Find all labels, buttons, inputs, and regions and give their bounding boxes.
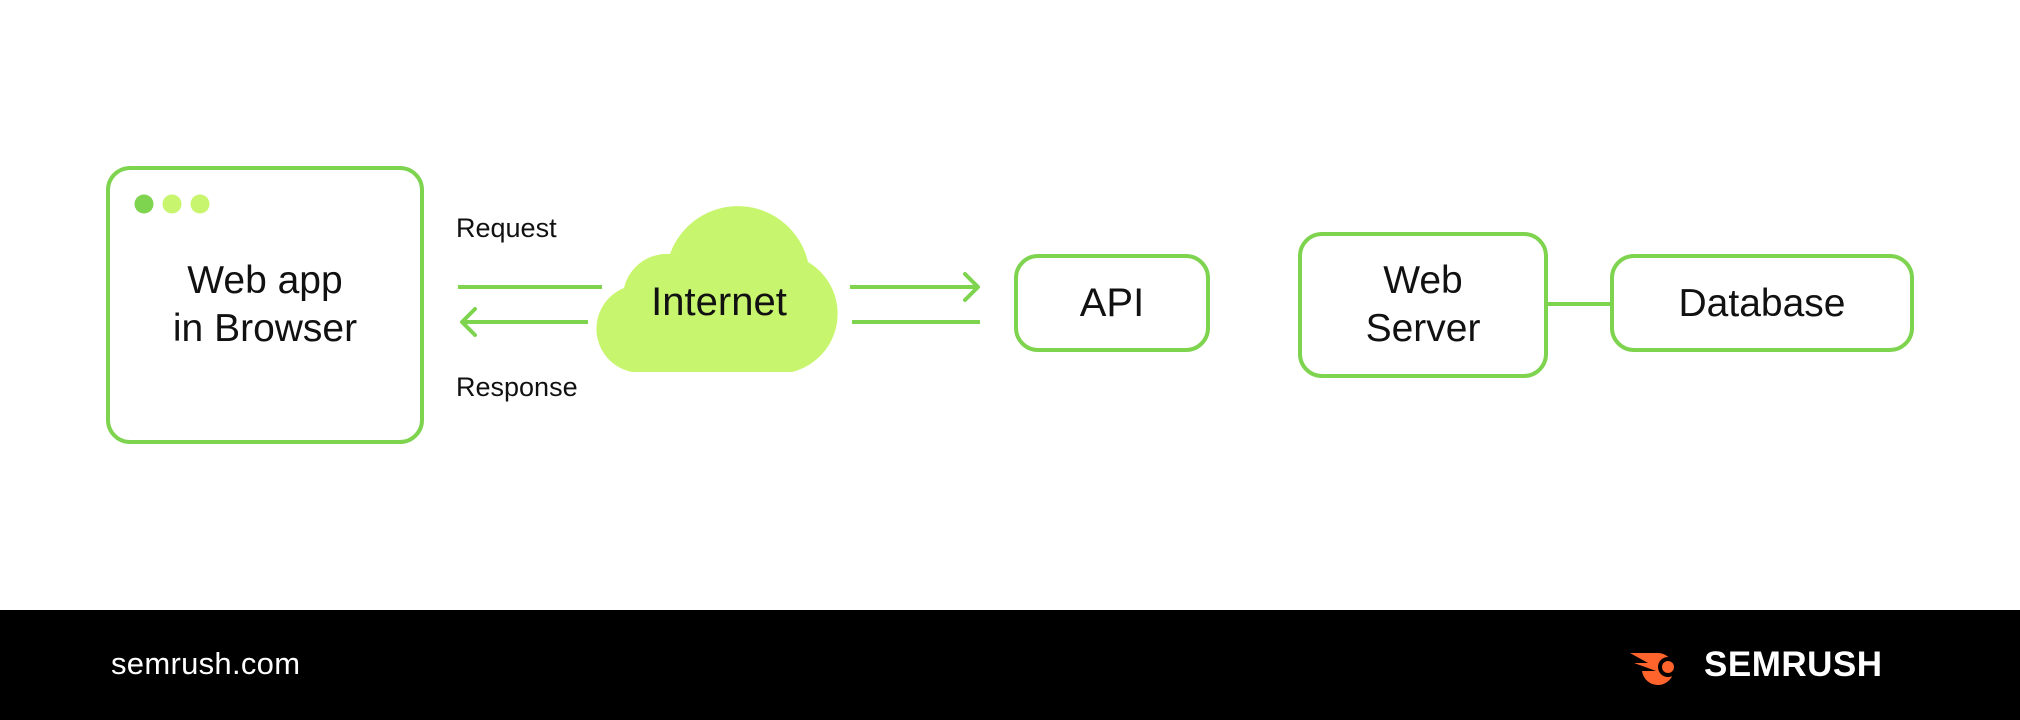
api-label: API	[1080, 281, 1144, 325]
browser-label-line1: Web app	[187, 259, 342, 302]
footer-site-link[interactable]: semrush.com	[111, 646, 301, 681]
arrow-right-head-icon	[963, 272, 980, 302]
database-box	[1610, 254, 1914, 352]
response-label: Response	[456, 372, 578, 402]
window-dot-3	[190, 194, 210, 214]
request-label: Request	[456, 213, 557, 243]
browser-label-line2: in Browser	[173, 307, 357, 350]
web-server-label-line1: Web	[1383, 259, 1463, 302]
web-server-label-line2: Server	[1366, 307, 1481, 350]
cloud-icon	[596, 206, 838, 372]
cloud-shape	[596, 206, 838, 372]
internet-label: Internet	[651, 280, 787, 324]
window-dot-1	[134, 194, 154, 214]
window-dot-2	[162, 194, 182, 214]
architecture-diagram: Web app in Browser Request Response Inte…	[106, 166, 1914, 444]
semrush-logo[interactable]: SEMRUSH	[1628, 640, 1883, 690]
window-dots-icon	[134, 194, 210, 214]
database-node: Database	[1610, 254, 1914, 352]
api-box	[1014, 254, 1210, 352]
database-label: Database	[1679, 282, 1846, 325]
browser-window-frame	[106, 166, 424, 444]
api-node: API	[1014, 254, 1210, 352]
web-server-box	[1298, 232, 1548, 378]
semrush-wordmark: SEMRUSH	[1704, 645, 1883, 684]
browser-node: Web app in Browser	[106, 166, 424, 444]
request-arrow	[850, 272, 980, 302]
logo-inner-dot	[1662, 661, 1674, 673]
semrush-logo-icon	[1630, 653, 1678, 685]
response-arrow	[460, 307, 588, 337]
footer-bar: semrush.com SEMRUSH	[0, 610, 2020, 720]
arrow-left-head-icon	[460, 307, 477, 337]
web-server-node: Web Server	[1298, 232, 1548, 378]
